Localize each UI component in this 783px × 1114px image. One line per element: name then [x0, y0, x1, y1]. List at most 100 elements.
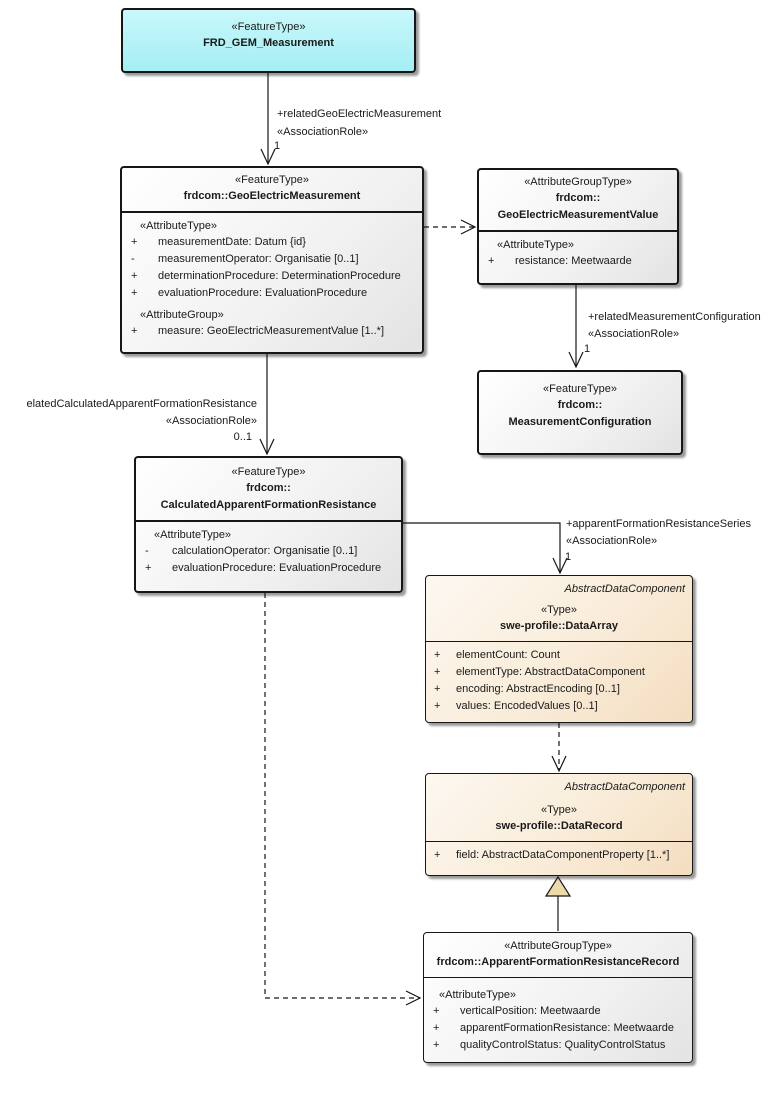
class-name: swe-profile::DataRecord	[495, 820, 623, 832]
class-geo-electric-measurement-value[interactable]: «AttributeGroupType» frdcom:: GeoElectri…	[477, 168, 679, 285]
edge-related-measurement-configuration	[568, 285, 584, 369]
class-name-line1: frdcom::	[555, 192, 601, 204]
section-heading: «AttributeType»	[497, 239, 575, 251]
stereotype: «FeatureType»	[235, 174, 309, 186]
stereotype: «AttributeGroupType»	[504, 940, 612, 952]
attribute-row: + encoding: AbstractEncoding [0..1]	[426, 681, 692, 698]
edge-measure-dependency	[424, 219, 477, 235]
compartment-divider	[122, 211, 422, 213]
attribute-text: determinationProcedure: DeterminationPro…	[158, 270, 401, 282]
attribute-text: values: EncodedValues [0..1]	[456, 700, 598, 712]
attribute-row: + qualityControlStatus: QualityControlSt…	[424, 1037, 692, 1054]
class-data-array[interactable]: AbstractDataComponent «Type» swe-profile…	[425, 575, 693, 723]
attribute-row: + measurementDate: Datum {id}	[122, 234, 422, 251]
class-name: frdcom::GeoElectricMeasurement	[183, 190, 361, 202]
class-measurement-configuration[interactable]: «FeatureType» frdcom:: MeasurementConfig…	[477, 370, 683, 455]
attribute-row: + measure: GeoElectricMeasurementValue […	[122, 323, 422, 340]
class-name: FRD_GEM_Measurement	[203, 37, 334, 49]
stereotype: «FeatureType»	[231, 21, 306, 33]
visibility: +	[145, 562, 152, 574]
attribute-text: elementType: AbstractDataComponent	[456, 666, 645, 678]
stereotype: «AttributeGroupType»	[524, 176, 632, 188]
attribute-row: + values: EncodedValues [0..1]	[426, 698, 692, 715]
attribute-row: - measurementOperator: Organisatie [0..1…	[122, 251, 422, 268]
compartment-divider	[426, 641, 692, 642]
visibility: +	[131, 287, 138, 299]
compartment-divider	[136, 520, 401, 522]
attribute-text: measurementDate: Datum {id}	[158, 236, 306, 248]
class-name-line2: CalculatedApparentFormationResistance	[160, 499, 377, 511]
abstract-parent-tag: AbstractDataComponent	[564, 583, 685, 595]
attribute-text: apparentFormationResistance: Meetwaarde	[460, 1022, 675, 1034]
compartment-divider	[479, 230, 677, 232]
class-geo-electric-measurement[interactable]: «FeatureType» frdcom::GeoElectricMeasure…	[120, 166, 424, 354]
visibility: +	[131, 236, 138, 248]
attribute-text: calculationOperator: Organisatie [0..1]	[172, 545, 358, 557]
stereotype: «FeatureType»	[231, 466, 306, 478]
abstract-parent-tag: AbstractDataComponent	[564, 781, 685, 793]
visibility: +	[433, 1005, 440, 1017]
visibility: +	[434, 683, 441, 695]
visibility: -	[145, 545, 149, 557]
edge-stereotype-label: «AssociationRole»	[588, 328, 680, 340]
attribute-text: elementCount: Count	[456, 649, 560, 661]
class-name: swe-profile::DataArray	[500, 620, 618, 632]
visibility: +	[131, 325, 138, 337]
section-heading: «AttributeType»	[140, 220, 218, 232]
class-name-line1: frdcom::	[557, 399, 603, 411]
attribute-text: measurementOperator: Organisatie [0..1]	[158, 253, 359, 265]
edge-stereotype-label: «AssociationRole»	[566, 535, 658, 547]
class-apparent-formation-resistance-record[interactable]: «AttributeGroupType» frdcom::ApparentFor…	[423, 932, 693, 1063]
attribute-text: qualityControlStatus: QualityControlStat…	[460, 1039, 666, 1051]
edge-stereotype-label: «AssociationRole»	[277, 126, 369, 138]
attribute-row: + elementCount: Count	[426, 647, 692, 664]
attribute-row: + verticalPosition: Meetwaarde	[424, 1003, 692, 1020]
edge-generalization	[544, 875, 572, 931]
edge-related-calculated-apparent-formation-resistance	[259, 354, 275, 456]
class-name-line1: frdcom::	[246, 482, 291, 494]
edge-stereotype-label: «AssociationRole»	[165, 415, 257, 427]
visibility: -	[131, 253, 135, 265]
edge-role-label: +apparentFormationResistanceSeries	[566, 518, 751, 530]
stereotype: «Type»	[540, 604, 578, 616]
edge-role-label: elatedCalculatedApparentFormationResista…	[26, 398, 257, 410]
edge-multiplicity-label: 1	[274, 140, 281, 152]
section-heading: «AttributeType»	[154, 529, 232, 541]
visibility: +	[434, 666, 441, 678]
visibility: +	[488, 255, 495, 267]
edge-role-label: +relatedMeasurementConfiguration	[588, 311, 761, 323]
attribute-text: measure: GeoElectricMeasurementValue [1.…	[158, 325, 385, 337]
visibility: +	[434, 649, 441, 661]
attribute-text: field: AbstractDataComponentProperty [1.…	[456, 849, 670, 861]
attribute-row: + determinationProcedure: DeterminationP…	[122, 268, 422, 285]
visibility: +	[433, 1022, 440, 1034]
attribute-text: verticalPosition: Meetwaarde	[460, 1005, 601, 1017]
attribute-text: encoding: AbstractEncoding [0..1]	[456, 683, 620, 695]
stereotype: «Type»	[540, 804, 578, 816]
attribute-text: evaluationProcedure: EvaluationProcedure	[172, 562, 382, 574]
attribute-row: - calculationOperator: Organisatie [0..1…	[136, 543, 401, 560]
section-heading: «AttributeGroup»	[140, 309, 224, 321]
stereotype: «FeatureType»	[543, 383, 617, 395]
visibility: +	[131, 270, 138, 282]
compartment-divider	[426, 841, 692, 842]
class-data-record[interactable]: AbstractDataComponent «Type» swe-profile…	[425, 773, 693, 876]
attribute-row: + evaluationProcedure: EvaluationProcedu…	[122, 285, 422, 302]
edge-related-geo-electric-measurement	[260, 73, 276, 166]
class-frd-gem-measurement[interactable]: «FeatureType» FRD_GEM_Measurement	[121, 8, 416, 73]
class-name: frdcom::ApparentFormationResistanceRecor…	[436, 956, 680, 968]
edge-role-label: +relatedGeoElectricMeasurement	[277, 108, 442, 120]
class-name-line2: GeoElectricMeasurementValue	[497, 209, 659, 221]
edge-multiplicity-label: 0..1	[233, 431, 252, 443]
class-name-line2: MeasurementConfiguration	[508, 416, 652, 428]
attribute-row: + evaluationProcedure: EvaluationProcedu…	[136, 560, 401, 577]
class-calculated-apparent-formation-resistance[interactable]: «FeatureType» frdcom:: CalculatedApparen…	[134, 456, 403, 593]
attribute-row: + resistance: Meetwaarde	[479, 253, 677, 270]
attribute-text: resistance: Meetwaarde	[515, 255, 632, 267]
visibility: +	[434, 700, 441, 712]
edge-multiplicity-label: 1	[565, 551, 572, 563]
visibility: +	[433, 1039, 440, 1051]
attribute-row: + elementType: AbstractDataComponent	[426, 664, 692, 681]
edge-cafr-to-afr-record	[264, 593, 422, 1006]
